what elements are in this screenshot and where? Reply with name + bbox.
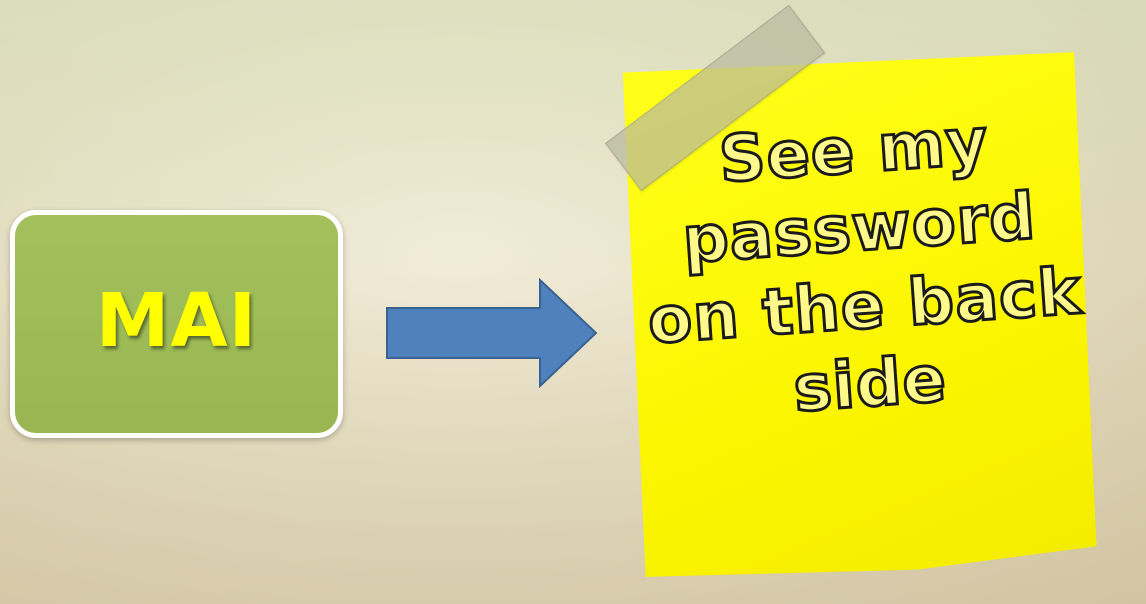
sticky-note-text: See my password on the back side (632, 97, 1093, 439)
mai-label: MAI (96, 284, 257, 358)
mai-box: MAI (10, 210, 343, 438)
right-arrow-icon (385, 278, 600, 388)
